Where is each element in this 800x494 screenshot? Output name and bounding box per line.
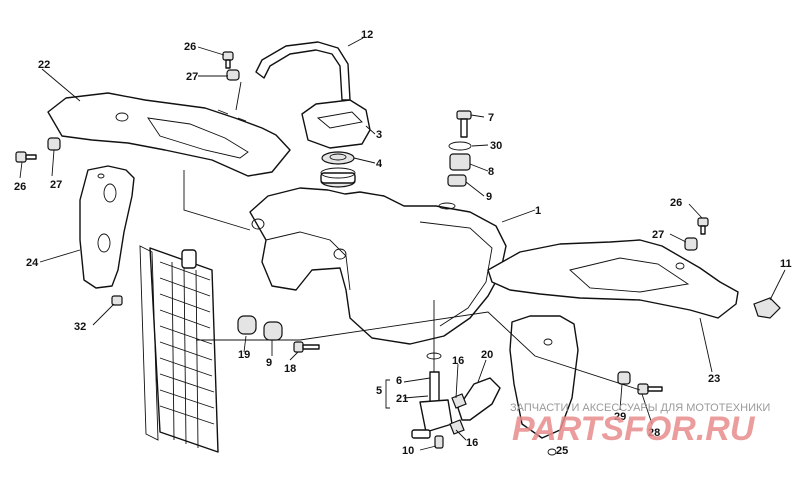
callout-27-top: 27: [186, 71, 198, 83]
callout-27-left: 27: [50, 179, 62, 191]
callout-labels: 1 3 4 5 6 7 8 9 9 10 11 12 16 16 18 19 2…: [14, 29, 792, 457]
callout-26-right: 26: [670, 197, 682, 209]
part-23-right-shroud: [487, 239, 739, 319]
part-1-fuel-tank: [249, 167, 507, 345]
callout-28: 28: [648, 427, 660, 439]
fastener-28-29: [617, 371, 663, 395]
parts-19-9-18: [237, 315, 320, 353]
leader-lines: [19, 37, 786, 451]
part-22-left-shroud: [47, 92, 291, 177]
callout-7: 7: [488, 112, 494, 124]
callout-16-upper: 16: [452, 355, 464, 367]
part-11-clip: [753, 297, 781, 319]
fastener-26-27-top: [222, 51, 240, 81]
callout-5: 5: [376, 385, 382, 397]
callout-1: 1: [535, 205, 541, 217]
callout-25: 25: [556, 445, 568, 457]
callout-11: 11: [780, 258, 792, 270]
callout-6: 6: [396, 375, 402, 387]
callout-29: 29: [614, 411, 626, 423]
watermark-caption: ЗАПЧАСТИ И АКСЕССУАРЫ ДЛЯ МОТОТЕХНИКИ: [510, 402, 770, 414]
part-20-fuel-hose: [449, 377, 501, 435]
callout-19: 19: [238, 349, 250, 361]
callout-23: 23: [708, 373, 720, 385]
callout-4: 4: [376, 158, 383, 170]
callout-3: 3: [376, 129, 382, 141]
callout-27-right: 27: [652, 229, 664, 241]
callout-24: 24: [26, 257, 39, 269]
bolt-stack-7-30-8-9: [447, 110, 472, 187]
callout-16-lower: 16: [466, 437, 478, 449]
group-5-bracket: [385, 379, 390, 409]
callout-9-upper: 9: [486, 191, 492, 203]
watermark-brand: PARTSFOR.RU: [512, 410, 756, 448]
callout-18: 18: [284, 363, 296, 375]
callout-21: 21: [396, 393, 408, 405]
part-4-cap-gasket: [321, 151, 355, 165]
fastener-26-27-left: [15, 137, 61, 163]
callout-9-lower: 9: [266, 357, 272, 369]
part-24-left-side-panel: [79, 165, 135, 289]
part-5-fuel-petcock: [411, 352, 453, 449]
callout-12: 12: [361, 29, 373, 41]
callout-26-left: 26: [14, 181, 26, 193]
part-32-clip: [111, 295, 123, 306]
callout-22: 22: [38, 59, 50, 71]
callout-32: 32: [74, 321, 86, 333]
callout-20: 20: [481, 349, 493, 361]
callout-10: 10: [402, 445, 414, 457]
callout-8: 8: [488, 166, 494, 178]
part-3-fuel-cap: [301, 99, 371, 149]
callout-30: 30: [490, 140, 502, 152]
callout-26-top: 26: [184, 41, 196, 53]
radiator: [139, 245, 219, 453]
part-12-vent-hose: [255, 41, 351, 101]
fastener-26-27-right: [684, 217, 709, 251]
watermark: ЗАПЧАСТИ И АКСЕССУАРЫ ДЛЯ МОТОТЕХНИКИ PA…: [510, 402, 770, 448]
part-25-right-side-panel: [509, 315, 579, 456]
